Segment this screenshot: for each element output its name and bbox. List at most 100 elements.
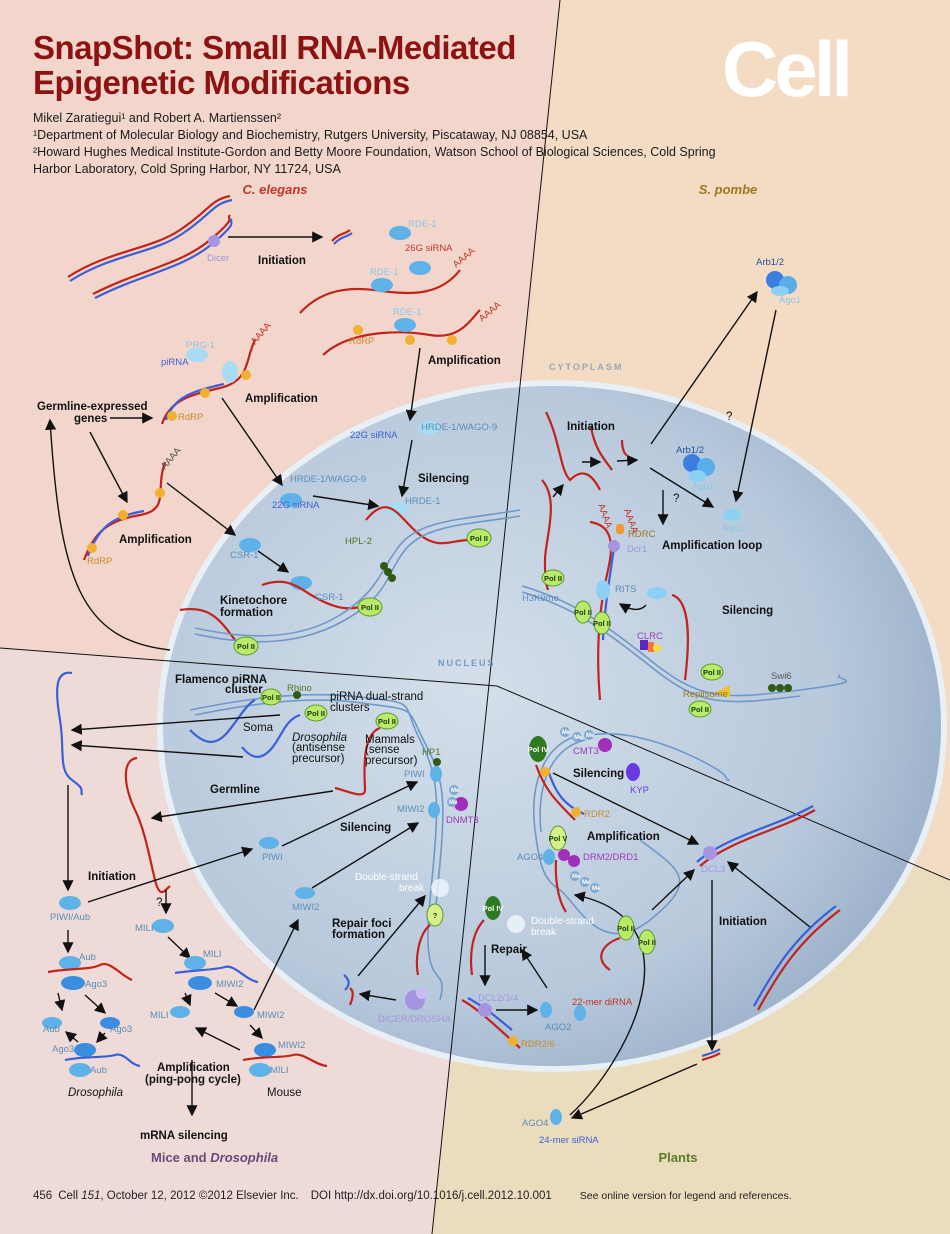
- doi-link[interactable]: DOI http://dx.doi.org/10.1016/j.cell.201…: [310, 1190, 552, 1202]
- label-amplification: Amplification: [157, 1062, 230, 1074]
- label-kyp: KYP: [630, 785, 649, 796]
- svg-text:Pol IV: Pol IV: [528, 745, 549, 754]
- label-aub: Aub: [90, 1065, 107, 1076]
- svg-text:Pol II: Pol II: [361, 603, 379, 612]
- svg-text:Pol II: Pol II: [470, 534, 488, 543]
- label-clrc: CLRC: [637, 631, 663, 642]
- label-repair: Repair: [491, 944, 527, 956]
- s-pombe-graphics: [521, 271, 848, 703]
- label-rdr2: RDR2: [584, 809, 610, 820]
- label-ago3: Ago3: [85, 979, 107, 990]
- label-double-strand-break: break: [531, 927, 557, 938]
- label-dicer-drosha: DICER/DROSHA: [378, 1014, 452, 1025]
- panel-title-mice-drosophila: Mice and Drosophila: [151, 1150, 278, 1165]
- label-amplification: Amplification: [428, 355, 501, 367]
- rde1-protein: [389, 226, 411, 240]
- authors-block: Mikel Zaratiegui¹ and Robert A. Martiens…: [33, 110, 716, 178]
- authors: Mikel Zaratiegui¹ and Robert A. Martiens…: [33, 111, 282, 125]
- label-swi6: Swi6: [771, 671, 792, 682]
- label-ago4: AGO4: [517, 852, 543, 863]
- label-initiation: Initiation: [719, 916, 767, 928]
- label-piwi-aub: PIWI/Aub: [50, 912, 90, 923]
- label-rdrc: RDRC: [628, 529, 656, 540]
- label-silencing: Silencing: [340, 822, 391, 834]
- page-title: SnapShot: Small RNA-Mediated Epigenetic …: [33, 30, 516, 100]
- pol-ii-icon: Pol II: [638, 929, 656, 955]
- c-elegans-graphics: [45, 194, 521, 651]
- cmt3-icon: [598, 738, 612, 752]
- label-dicer: Dicer: [207, 253, 229, 264]
- label-miwi2: MIWI2: [216, 979, 243, 990]
- label-replisome: Replisome: [683, 689, 728, 700]
- replisome-icon: [715, 685, 730, 697]
- label-rde1: RDE-1: [370, 267, 399, 278]
- label-repair-foci: formation: [332, 929, 385, 941]
- clrc-icon: [640, 640, 661, 652]
- label-piwi: PIWI: [404, 769, 425, 780]
- label-mammals: Mammals: [365, 734, 415, 746]
- panel-divider-horizontal: [0, 647, 950, 881]
- panel-title-plants: Plants: [658, 1150, 697, 1165]
- pol-ii-icon: Pol II: [233, 636, 259, 656]
- svg-text:Me: Me: [572, 874, 581, 880]
- label-initiation: Initiation: [88, 871, 136, 883]
- pol-iv-icon: Pol IV: [528, 736, 549, 762]
- label-silencing: Silencing: [722, 605, 773, 617]
- label-h3k9me: H3K9me: [522, 593, 559, 604]
- label-22g-sirna: 22G siRNA: [350, 430, 398, 441]
- pol-ii-icon: Pol II: [688, 700, 712, 718]
- pol-ii-icon: Pol II: [304, 704, 328, 722]
- pol-ii-icon: Pol II: [593, 611, 611, 635]
- label-22g-sirna: 22G siRNA: [272, 500, 320, 511]
- svg-text:Pol IV: Pol IV: [483, 904, 504, 913]
- journal-name: Cell: [58, 1190, 78, 1202]
- nucleus: [157, 380, 947, 1072]
- label-csr1: CSR-1: [230, 550, 259, 561]
- dnmt3-icon: [454, 797, 468, 811]
- svg-text:Me: Me: [574, 735, 583, 741]
- label-precursor: precursor): [365, 755, 418, 767]
- svg-text:Me: Me: [582, 880, 591, 886]
- label-initiation: Initiation: [258, 255, 306, 267]
- pol-v-icon: Pol V: [549, 825, 567, 851]
- hp1-icon: [433, 758, 441, 766]
- pol-ii-icon: Pol II: [375, 712, 399, 730]
- label-hp1: HP1: [422, 747, 440, 758]
- double-strand-break-icon: [431, 879, 449, 897]
- pol-ii-icon: Pol II: [260, 688, 282, 706]
- label-cytoplasm: CYTOPLASM: [549, 362, 623, 372]
- label-dcl3: DCL3: [701, 864, 725, 875]
- label-nucleus: NUCLEUS: [438, 658, 496, 668]
- label-ago1: Ago1: [692, 481, 714, 492]
- panel-divider-vertical: [431, 0, 561, 1234]
- label-flamenco: Flamenco piRNA: [175, 674, 267, 686]
- rhino-icon: [293, 691, 301, 699]
- dcl234-icon: [478, 1003, 492, 1017]
- svg-text:Me: Me: [451, 788, 460, 794]
- label-hpl2: HPL-2: [345, 536, 372, 547]
- pol-ii-icon: Pol II: [617, 915, 635, 941]
- label-repair-foci: Repair foci: [332, 918, 391, 930]
- panel-title-s-pombe: S. pombe: [699, 182, 758, 197]
- swi6-icon: [768, 684, 792, 692]
- label-germline-genes: genes: [74, 413, 107, 425]
- label-drosophila: Drosophila: [68, 1087, 123, 1099]
- label-dcr1: Dcr1: [627, 544, 647, 555]
- panel-title-c-elegans: C. elegans: [242, 182, 307, 197]
- label-mouse: Mouse: [267, 1087, 302, 1099]
- affiliation: ¹Department of Molecular Biology and Bio…: [33, 128, 588, 142]
- citation: Cell 151, October 12, 2012 ©2012 Elsevie…: [58, 1190, 299, 1202]
- drm2-icon: [558, 849, 570, 861]
- label-24mer-sirna: 24-mer siRNA: [539, 1135, 599, 1146]
- label-double-strand-break: Double-strand: [531, 916, 594, 927]
- rits-icon: [596, 580, 610, 600]
- svg-text:Me: Me: [449, 800, 458, 806]
- label-drosophila: Drosophila: [292, 732, 347, 744]
- label-kinetochore: Kinetochore: [220, 595, 287, 607]
- label-dnmt3: DNMT3: [446, 815, 479, 826]
- label-mrna-silencing: mRNA silencing: [140, 1130, 228, 1142]
- label-amplification: Amplification: [119, 534, 192, 546]
- svg-text:?: ?: [433, 911, 438, 920]
- label-dual-strand: piRNA dual-strand: [330, 691, 423, 703]
- arb1-ago1-complex-icon: [683, 454, 715, 482]
